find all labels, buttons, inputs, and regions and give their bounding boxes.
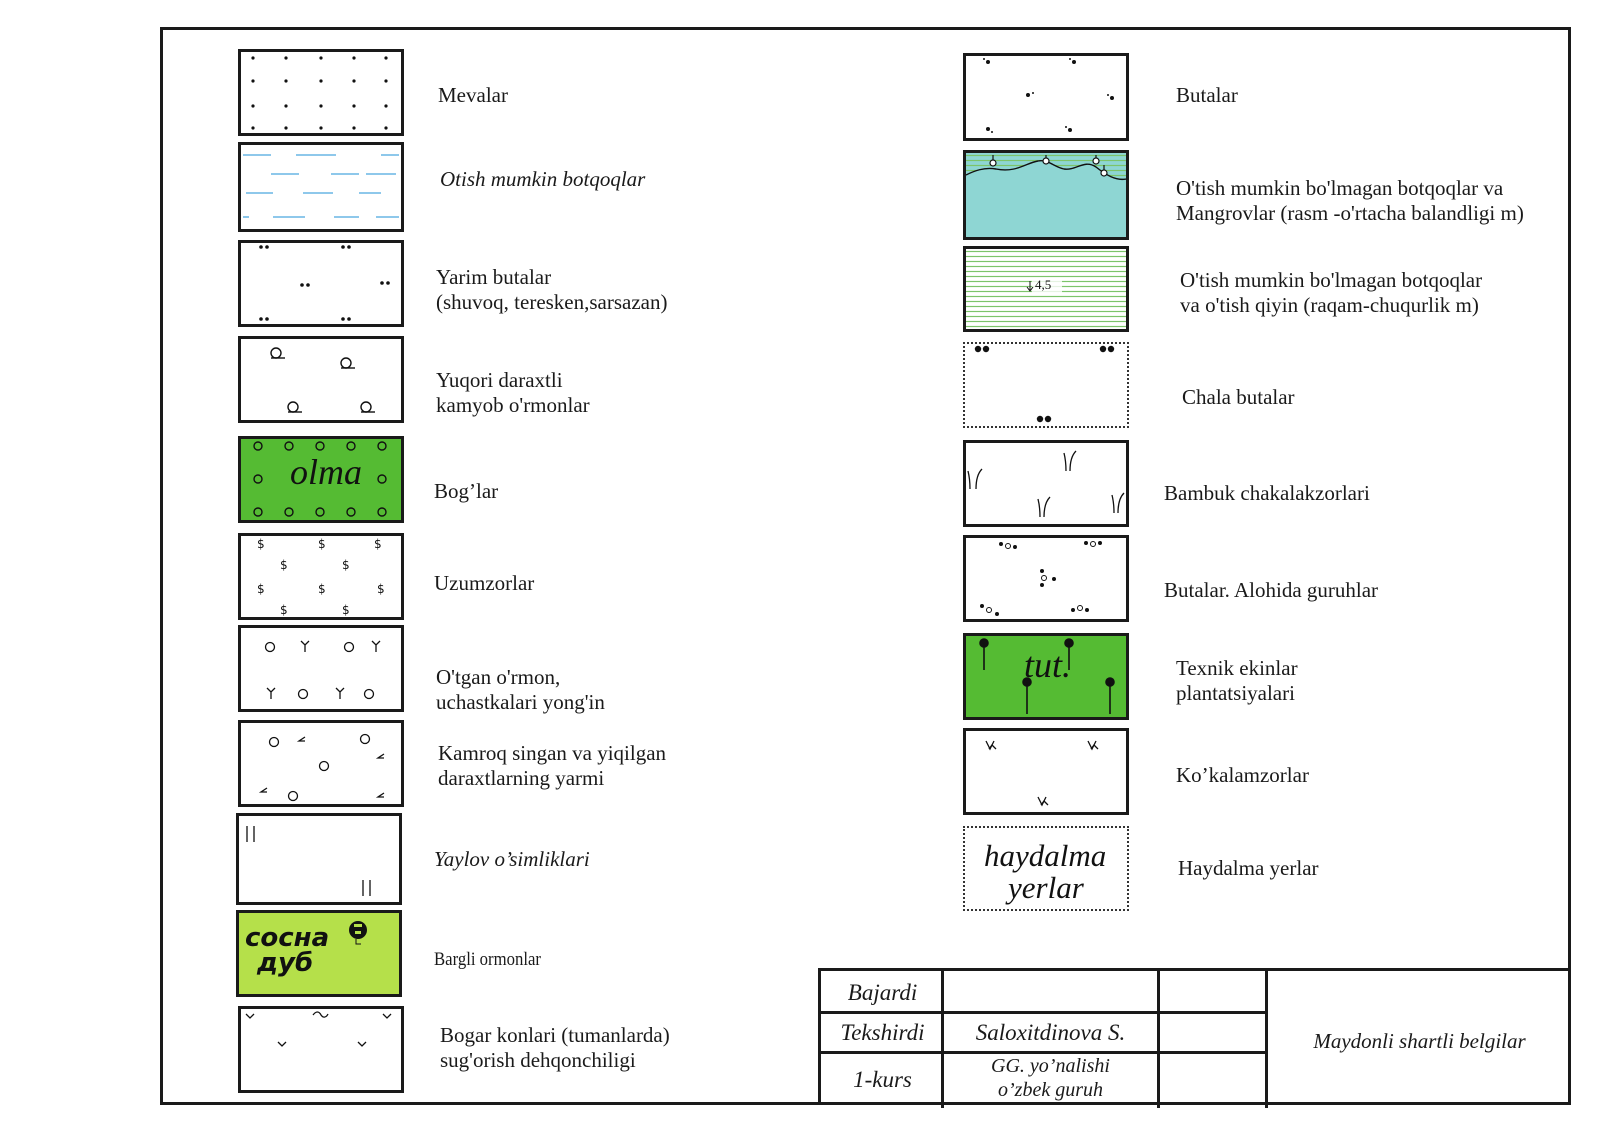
otish-qiyin-symbol: 4,5 [963,246,1129,332]
boglar-label: Bog’lar [434,479,499,503]
otish-qiyin-label-1: O'tish mumkin bo'lmagan botqoqlar [1180,268,1483,292]
sheet-title-cell: Maydonli shartli belgilar [1313,1029,1526,1053]
svg-text:$: $ [280,603,288,617]
svg-text:$: $ [257,537,265,551]
yuqori-daraxtli-label-1: Yuqori daraxtli [436,368,563,392]
haydalma-label: Haydalma yerlar [1178,856,1319,880]
bambuk-symbol [963,440,1129,527]
bogar-label-1: Bogar konlari (tumanlarda) [440,1023,670,1047]
uzumzorlar-symbol: $ $ $ $ $ $ $ $ $ $ [238,533,404,620]
kamroq-singan-symbol [238,720,404,807]
otish-qiyin-label-2: va o'tish qiyin (raqam-chuqurlik m) [1180,293,1479,317]
tekshirdi-cell: Tekshirdi [840,1019,925,1045]
svg-text:$: $ [342,558,350,572]
yaylov-symbol [236,813,402,905]
haydalma-symbol-line-2: yerlar [1008,870,1084,905]
svg-text:$: $ [377,582,385,596]
bogar-symbol [238,1006,404,1093]
group-line-2: o’zbek guruh [998,1079,1103,1101]
bambuk-label: Bambuk chakalakzorlari [1164,481,1370,505]
mangrov-label-2: Mangrovlar (rasm -o'rtacha balandligi m) [1176,201,1524,225]
yarim-butalar-label-2: (shuvoq, teresken,sarsazan) [436,290,668,314]
svg-text:$: $ [342,603,350,617]
otgan-ormon-label-1: O'tgan o'rmon, [436,665,561,689]
butalar-symbol [963,53,1129,141]
kamroq-singan-label-1: Kamroq singan va yiqilgan [438,741,667,765]
chala-butalar-label: Chala butalar [1182,385,1295,409]
bargli-ormonlar-label: Bargli ormonlar [434,949,541,970]
otish-botqoq-label: Otish mumkin botqoqlar [440,167,646,191]
mangrov-symbol [963,150,1129,240]
tb-divider-3 [1265,971,1268,1108]
svg-text:$: $ [318,582,326,596]
texnik-ekinlar-symbol: tut. [963,633,1129,720]
tb-divider-2 [1157,971,1160,1108]
kokalamzorlar-symbol [963,728,1129,815]
tb-divider-1 [941,971,944,1108]
mevalar-label: Mevalar [438,83,508,107]
title-block: Bajardi Tekshirdi Saloxitdinova S. 1-kur… [818,968,1571,1108]
yaylov-label: Yaylov o’simliklari [434,847,590,871]
svg-text:$: $ [374,537,382,551]
haydalma-symbol: haydalma yerlar [963,826,1129,911]
kurs-cell: 1-kurs [853,1066,912,1092]
otish-botqoq-symbol [238,142,404,232]
bajardi-cell: Bajardi [847,979,918,1005]
page-frame [160,27,1571,1105]
kokalamzorlar-label: Ko’kalamzorlar [1176,763,1309,787]
bargli-symbol-line-2: дуб [257,948,314,978]
bogar-label-2: sug'orish dehqonchiligi [440,1048,636,1072]
butalar-label: Butalar [1176,83,1238,107]
yuqori-daraxtli-symbol [238,336,404,423]
yarim-butalar-label-1: Yarim butalar [436,265,552,289]
yarim-butalar-symbol [238,240,404,327]
bargli-symbol-line-1: сосна [245,923,330,953]
svg-text:$: $ [318,537,326,551]
texnik-ekinlar-label-2: plantatsiyalari [1176,681,1295,705]
otgan-ormon-label-2: uchastkalari yong'in [436,690,605,714]
boglar-symbol: olma [238,436,404,523]
texnik-symbol-text: tut. [1024,645,1072,685]
mevalar-symbol [238,49,404,136]
kamroq-singan-label-2: daraxtlarning yarmi [438,766,605,790]
mangrov-label-1: O'tish mumkin bo'lmagan botqoqlar va [1176,176,1504,200]
haydalma-symbol-line-1: haydalma [984,838,1107,873]
yuqori-daraxtli-label-2: kamyob o'rmonlar [436,393,590,417]
otgan-ormon-symbol [238,625,404,712]
texnik-ekinlar-label-1: Texnik ekinlar [1176,656,1298,680]
group-line-1: GG. yo’nalishi [991,1055,1110,1077]
uzumzorlar-label: Uzumzorlar [434,571,535,595]
otish-qiyin-depth: 4,5 [1035,277,1052,292]
tree-icon [349,921,367,945]
tb-row-divider-1 [821,1011,1265,1014]
butalar-guruh-symbol [963,535,1129,622]
chala-butalar-symbol [963,342,1129,428]
butalar-guruh-label: Butalar. Alohida guruhlar [1164,578,1379,602]
boglar-symbol-text: olma [290,452,362,492]
group-cell: GG. yo’nalishi o’zbek guruh [944,1054,1157,1105]
svg-text:$: $ [257,582,265,596]
svg-text:$: $ [280,558,288,572]
teacher-name-cell: Saloxitdinova S. [975,1019,1126,1045]
tb-row-divider-2 [821,1051,1265,1054]
bargli-ormonlar-symbol: сосна дуб [236,910,402,997]
